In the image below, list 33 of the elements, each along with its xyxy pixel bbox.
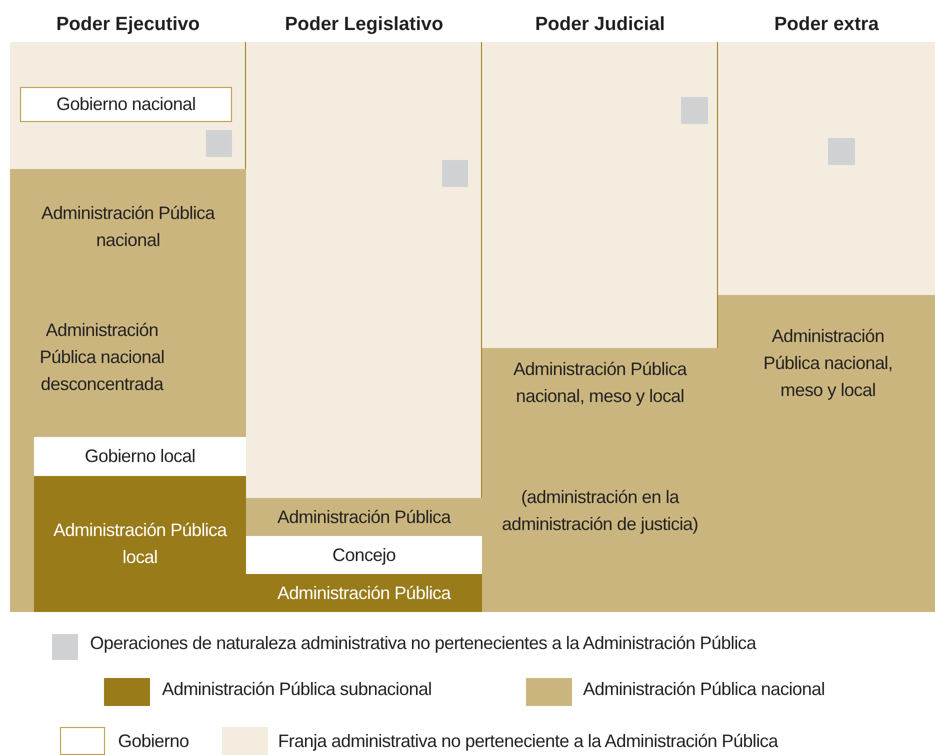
box-label: Administración Pública nacional, meso y local [512, 358, 688, 408]
legend-label: Franja administrativa no perteneciente a la Administración Pública [278, 731, 778, 752]
square-marker [206, 130, 232, 157]
box-label: (administración en la administración de justicia) [500, 486, 700, 536]
box-label: Administración Pública [277, 582, 451, 604]
area-box [718, 295, 935, 612]
box-label: Administración Pública [277, 506, 451, 528]
area-box [34, 476, 246, 612]
box-label: Gobierno nacional [56, 93, 196, 116]
box-label: Concejo [332, 544, 396, 567]
box-label: Administración Pública nacional [40, 202, 216, 252]
square-marker [681, 97, 708, 124]
box-label: Gobierno local [84, 445, 196, 468]
legend-label: Administración Pública subnacional [162, 679, 432, 700]
legend-label: Gobierno [118, 731, 189, 752]
square-marker [442, 160, 468, 187]
box-label: Administración Pública nacional, meso y local [762, 325, 894, 402]
area-box [10, 169, 246, 612]
area-box [246, 536, 482, 574]
square-marker [828, 138, 855, 165]
area-box [246, 574, 482, 612]
area-box [482, 348, 718, 612]
area-box [246, 498, 482, 536]
box-label: Administración Pública local [52, 519, 228, 569]
column-heading: Poder Ejecutivo [55, 14, 201, 36]
column-heading: Poder extra [773, 14, 880, 36]
legend-label: Operaciones de naturaleza administrativa no pertenecientes a la Administración Pública [90, 633, 756, 654]
area-box [34, 437, 246, 476]
column-heading: Poder Judicial [534, 14, 666, 36]
legend-label: Administración Pública nacional [583, 679, 825, 700]
box-label: Administración Pública nacional desconcentrada [38, 319, 166, 396]
area-box [20, 87, 232, 122]
column-heading: Poder Legislativo [284, 14, 444, 36]
